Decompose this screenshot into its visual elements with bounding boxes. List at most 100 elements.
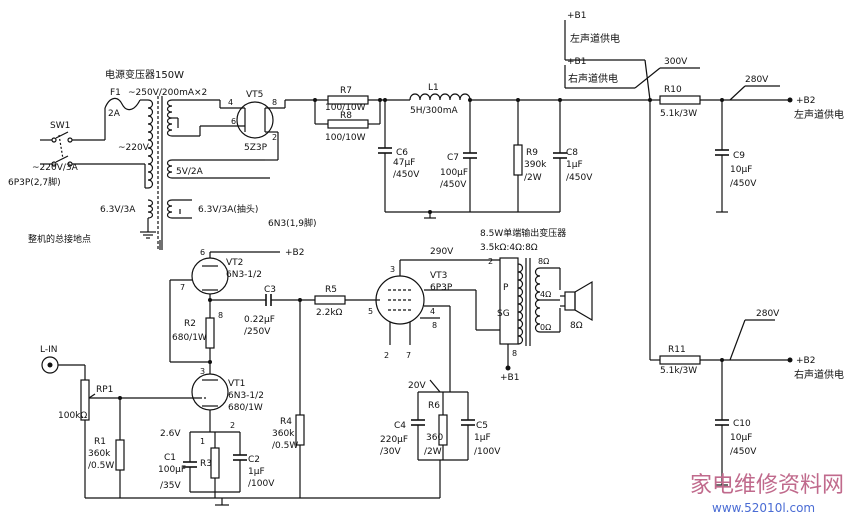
filter-capacitors <box>378 98 567 219</box>
supply-rails <box>564 20 793 486</box>
c7-value1: 100μF <box>440 168 468 178</box>
ot-primary-label: P <box>503 283 509 293</box>
voltage-280v-top: 280V <box>745 75 769 85</box>
r9-value1: 390k <box>524 160 547 170</box>
c4-ref: C4 <box>394 421 406 431</box>
sw1-label: SW1 <box>50 121 70 131</box>
amplifier-section <box>41 251 593 506</box>
vt5-pin6: 6 <box>231 117 236 126</box>
c10-ref: C10 <box>733 419 751 429</box>
left-channel-supply-2-label: 左声道供电 <box>794 108 844 121</box>
output-transformer-impedance: 3.5kΩ:4Ω:8Ω <box>480 243 538 253</box>
c1-value2: /35V <box>160 481 181 491</box>
c1-ref: C1 <box>164 453 176 463</box>
vt5-type: 5Z3P <box>244 143 268 153</box>
heater-pin-note: 6P3P(2,7脚) <box>8 177 61 188</box>
r1-value2: /0.5W <box>88 461 114 471</box>
vt1-ref: VT1 <box>228 379 245 389</box>
c3-value1: 0.22μF <box>244 315 275 325</box>
plate-voltage-290v: 290V <box>430 247 454 257</box>
transformer-title: 电源变压器150W <box>105 68 184 81</box>
vt2-pin8: 8 <box>218 311 223 320</box>
r8-value: 100/10W <box>325 133 366 143</box>
c4-value1: 220μF <box>380 435 408 445</box>
secondary-hv-label: ~250V/200mA×2 <box>128 88 207 98</box>
voltage-300v: 300V <box>664 57 688 67</box>
ot-4ohm-tap: 4Ω <box>540 290 551 299</box>
resistor-r7-r8 <box>313 95 382 129</box>
vt1-note: 680/1W <box>228 403 263 413</box>
b1-mid-label: +B1 <box>567 57 586 67</box>
right-channel-supply-2-label: 右声道供电 <box>794 368 844 381</box>
c5-ref: C5 <box>476 421 488 431</box>
left-channel-supply-label: 左声道供电 <box>570 32 620 45</box>
rp1-value: 100kΩ <box>58 411 87 421</box>
c2-value2: /100V <box>248 479 275 489</box>
b1-amp-label: +B1 <box>500 373 519 383</box>
ground-point-label: 整机的总接地点 <box>28 233 91 245</box>
b2-amp-label: +B2 <box>285 248 304 258</box>
vt2-type: 6N3-1/2 <box>226 270 262 280</box>
c3-value2: /250V <box>244 327 271 337</box>
vt1-pin3: 3 <box>200 367 205 376</box>
ot-8ohm-tap: 8Ω <box>538 257 549 266</box>
cathode-voltage-26v: 2.6V <box>160 429 181 439</box>
c2-ref: C2 <box>248 455 260 465</box>
r9-ref: R9 <box>526 148 538 158</box>
secondary-63v-a-label: 6.3V/3A <box>100 205 136 215</box>
rectifier-tube-vt5 <box>199 100 286 161</box>
speaker-impedance: 8Ω <box>570 321 583 331</box>
c6-value2: /450V <box>393 170 420 180</box>
rp1-ref: RP1 <box>96 385 113 395</box>
vt3-pin3: 3 <box>390 265 395 274</box>
vt3-pin5: 5 <box>368 307 373 316</box>
vt5-pin2: 2 <box>272 133 277 142</box>
voltage-280v-bottom: 280V <box>756 309 780 319</box>
output-transformer-title: 8.5W单端输出变压器 <box>480 227 566 239</box>
c7-value2: /450V <box>440 180 467 190</box>
c5-value1: 1μF <box>474 433 491 443</box>
c10-value1: 10μF <box>730 433 752 443</box>
c4-value2: /30V <box>380 447 401 457</box>
c8-value1: 1μF <box>566 160 583 170</box>
mains-voltage-label: ~220V <box>118 143 150 153</box>
vt2-pin7: 7 <box>180 283 185 292</box>
c9-ref: C9 <box>733 151 745 161</box>
r1-ref: R1 <box>94 437 106 447</box>
ot-screen-label: SG <box>497 309 510 319</box>
r3-ref: R3 <box>200 459 212 469</box>
c2-value1: 1μF <box>248 467 265 477</box>
r4-ref: R4 <box>280 417 292 427</box>
vt3-pin2: 2 <box>384 351 389 360</box>
l1-ref: L1 <box>428 83 439 93</box>
c9-value2: /450V <box>730 179 757 189</box>
r2-ref: R2 <box>184 319 196 329</box>
r1-value1: 360k <box>88 449 111 459</box>
c8-value2: /450V <box>566 173 593 183</box>
r5-value: 2.2kΩ <box>316 308 343 318</box>
r7-ref: R7 <box>340 86 352 96</box>
choke-l1 <box>409 93 471 105</box>
c7-ref: C7 <box>447 153 459 163</box>
heater-6n3-label: 6N3(1,9脚) <box>268 218 317 229</box>
fuse-f1 <box>104 97 148 111</box>
watermark-url: www.52010l.com <box>712 501 815 515</box>
secondary-5v-label: 5V/2A <box>176 167 204 177</box>
vt2-pin6: 6 <box>200 248 205 257</box>
vt5-pin8: 8 <box>272 98 277 107</box>
r9-value2: /2W <box>524 173 542 183</box>
r8-ref: R8 <box>340 111 352 121</box>
c1-value1: 100μF <box>158 465 186 475</box>
fuse-ref: F1 <box>110 88 121 98</box>
vt3-type: 6P3P <box>430 283 453 293</box>
c5-value2: /100V <box>474 447 501 457</box>
c9-value1: 10μF <box>730 165 752 175</box>
c10-value2: /450V <box>730 447 757 457</box>
b1-top-label: +B1 <box>567 11 586 21</box>
switch-sw1 <box>40 108 146 188</box>
ot-0ohm-tap: 0Ω <box>540 323 551 332</box>
power-supply-section: SW1 ~220V/3A 6P3P(2,7脚) F1 2A 电源变压器150W … <box>8 68 650 250</box>
r4-value1: 360k <box>272 429 295 439</box>
vt1-type: 6N3-1/2 <box>228 391 264 401</box>
